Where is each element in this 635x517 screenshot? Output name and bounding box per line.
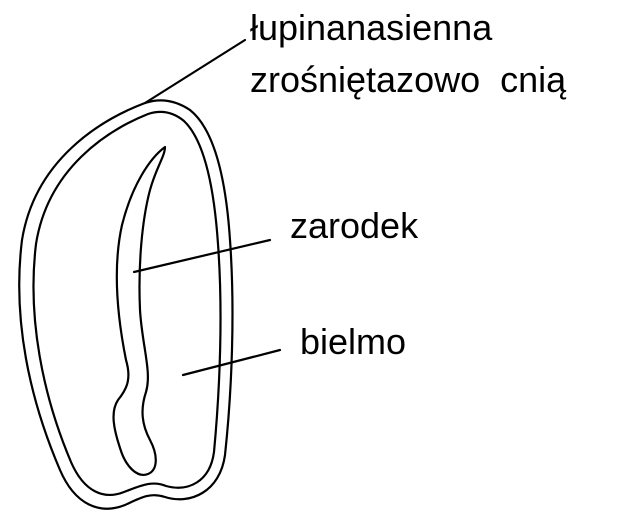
seed-coat-label-line1: łupinanasienna: [250, 8, 492, 48]
seed-coat-inner-outline: [33, 112, 220, 495]
seed-coat-label-line2: zrośniętazowo cnią: [250, 60, 566, 100]
embryo-outline: [114, 147, 165, 475]
endosperm-label: bielmo: [300, 322, 406, 362]
seed-coat-outer-outline: [19, 100, 232, 508]
embryo-label: zarodek: [290, 206, 418, 246]
embryo-pointer-line: [134, 240, 270, 272]
seed-coat-pointer-line: [145, 40, 245, 103]
